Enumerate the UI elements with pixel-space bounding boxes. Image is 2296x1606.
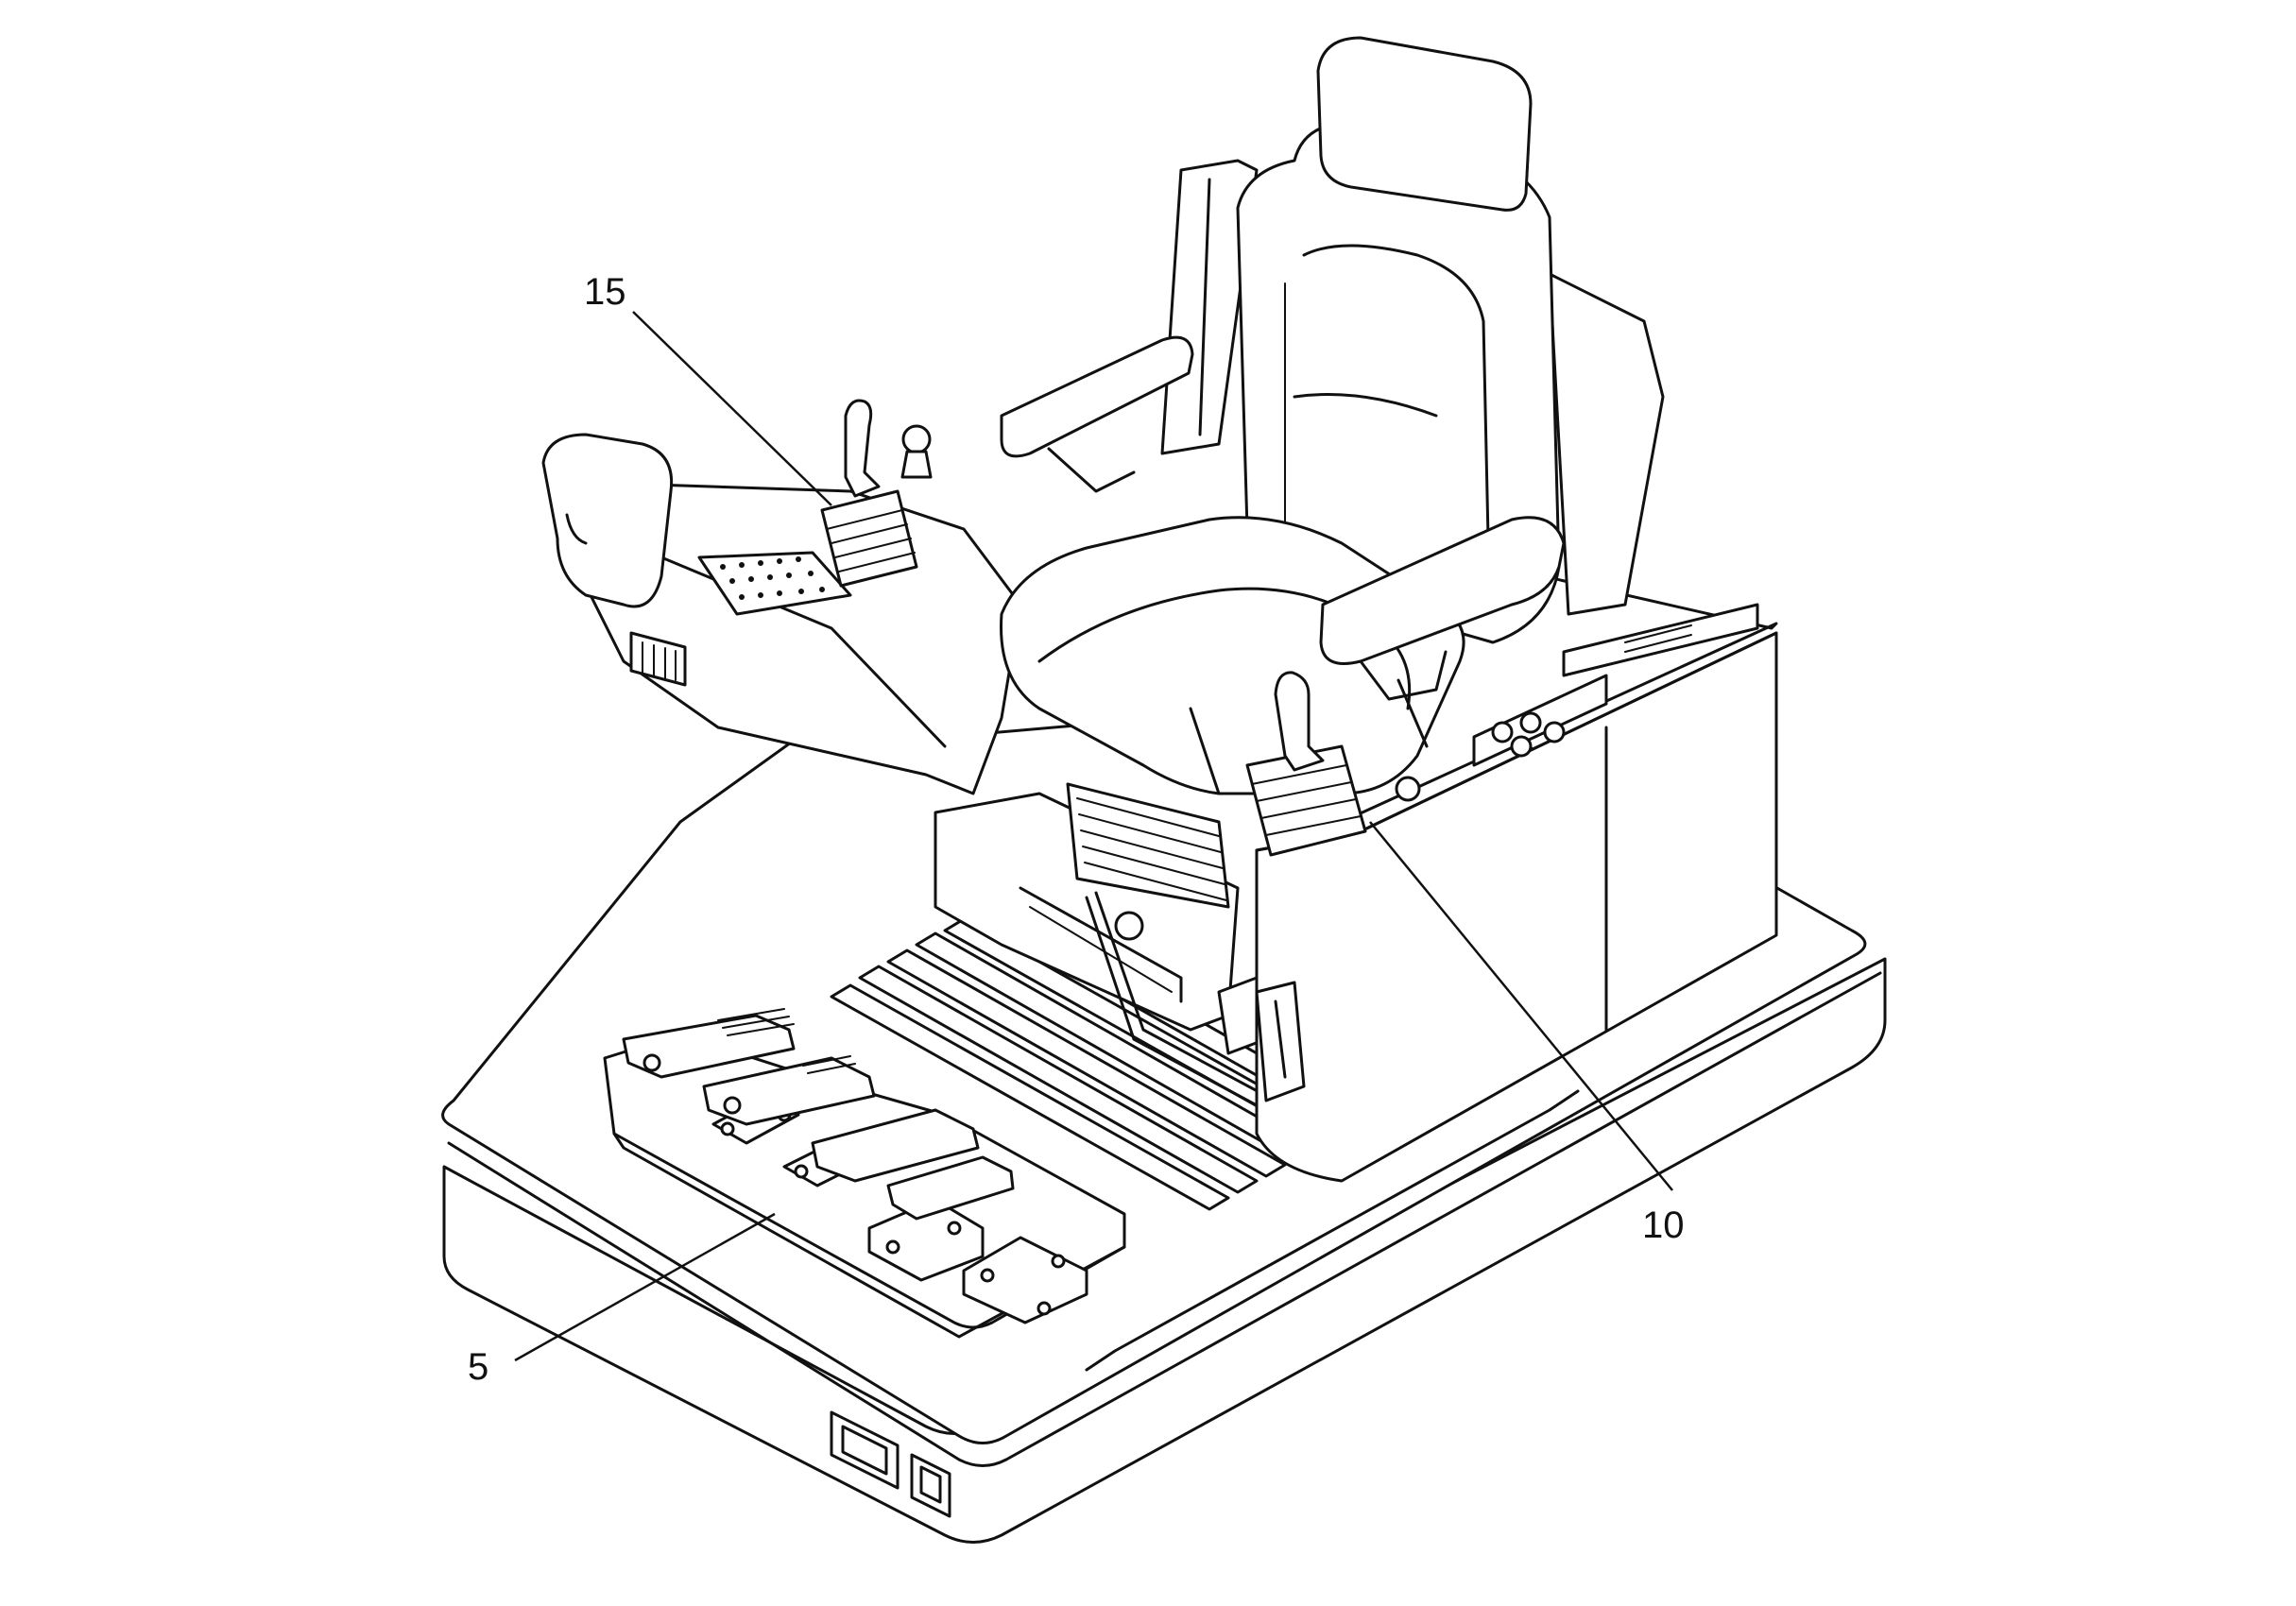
callout-10: 10 bbox=[1642, 1204, 1685, 1246]
callout-15: 15 bbox=[584, 271, 626, 313]
callout-5: 5 bbox=[468, 1346, 488, 1388]
operator-seat bbox=[1000, 36, 1665, 909]
left-console bbox=[541, 399, 1022, 795]
right-joystick bbox=[1245, 671, 1367, 857]
callout-leaders bbox=[514, 311, 1673, 1362]
pedal-panel bbox=[603, 1008, 1126, 1339]
